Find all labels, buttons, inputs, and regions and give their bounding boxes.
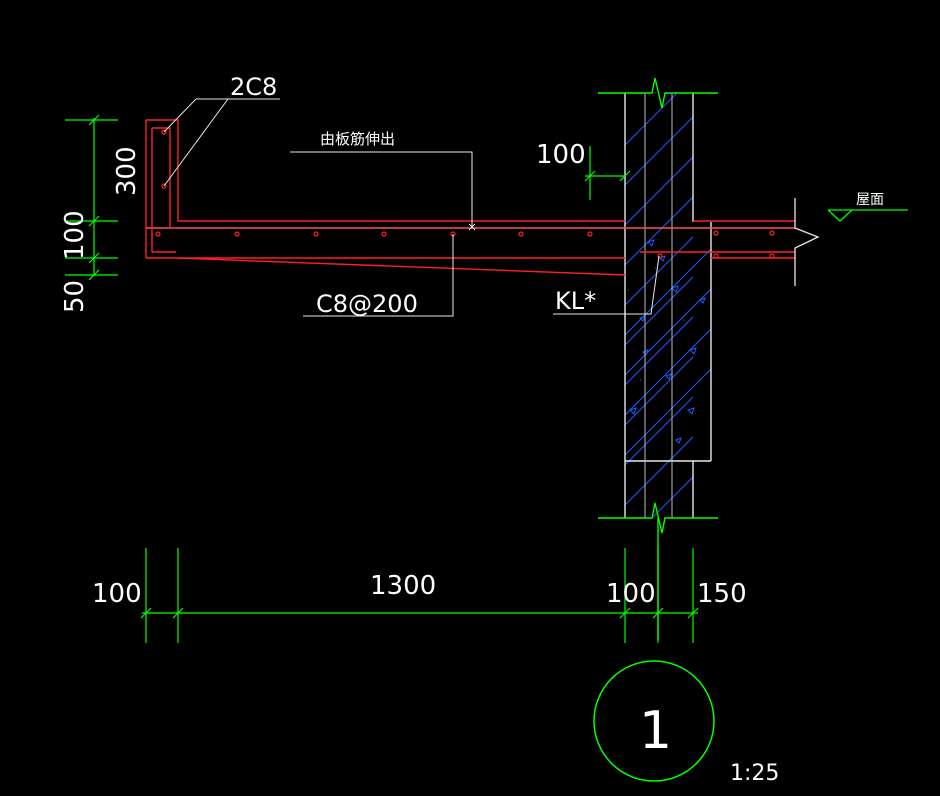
slab-note-label: 由板筋伸出 (320, 130, 395, 148)
rebar-dots (155, 129, 775, 259)
vertical-dim-300: 300 (112, 146, 142, 196)
rebar-dist-label: C8@200 (316, 290, 418, 318)
wall-hatch (625, 93, 711, 518)
beam-label: KL* (555, 287, 596, 315)
roof-level-marker (827, 209, 908, 222)
vertical-dim-50: 50 (60, 280, 90, 313)
horizontal-dim-1300: 1300 (370, 571, 436, 601)
detail-scale: 1:25 (730, 761, 779, 786)
wall-outline (624, 93, 712, 518)
dimension-lines (65, 114, 699, 643)
detail-circle (593, 660, 715, 782)
rebar-top-label: 2C8 (230, 73, 277, 101)
slab-outline (145, 119, 795, 276)
vertical-dim-100: 100 (60, 210, 90, 260)
horizontal-dim-100-left: 100 (92, 579, 142, 609)
leader-lines (163, 98, 660, 317)
horizontal-dim-100-right: 100 (606, 579, 656, 609)
roof-label: 屋面 (856, 192, 884, 208)
wall-offset-dim: 100 (536, 140, 586, 170)
detail-number: 1 (639, 701, 672, 761)
horizontal-dim-150: 150 (697, 579, 747, 609)
slab-break (794, 198, 820, 286)
